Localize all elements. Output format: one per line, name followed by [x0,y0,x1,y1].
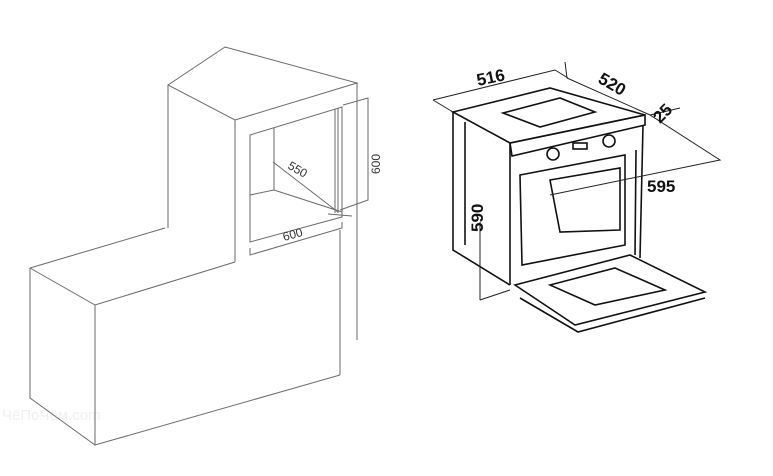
knob-right-icon [602,134,616,148]
niche-depth-label: 550 [286,158,311,180]
cabinet-drawing [29,46,369,446]
knob-left-icon [546,147,560,161]
depth-dim-line [272,161,339,213]
door-thickness-label: 25 [649,100,676,127]
oven-depth-label: 520 [595,69,629,100]
oven-front-width-label: 595 [647,177,675,196]
oven-height-label: 590 [468,204,487,232]
watermark: ЧёПоЧём.com [2,407,101,424]
niche-height-label: 600 [369,154,383,174]
niche-width-label: 600 [281,225,304,244]
oven-width-label: 516 [475,65,507,89]
oven-drawing [432,61,722,333]
